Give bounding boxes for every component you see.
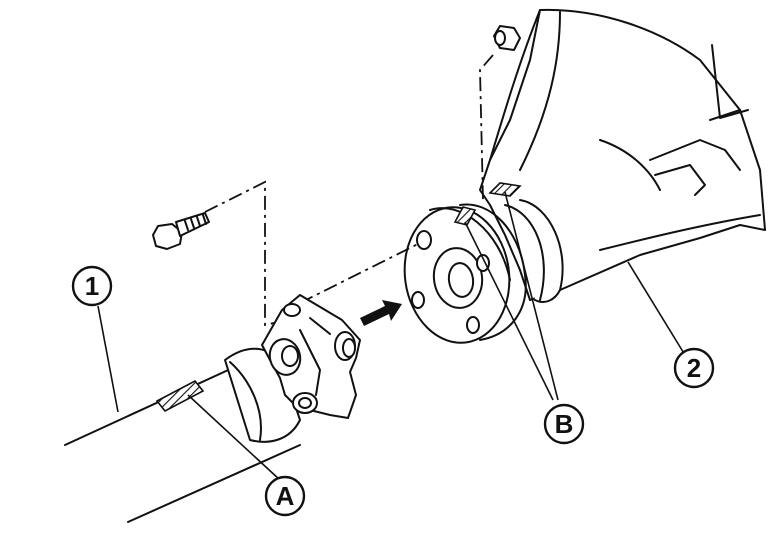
callout-a-label: A xyxy=(276,481,295,511)
alignment-mark-b-flange xyxy=(453,206,477,226)
alignment-mark-a xyxy=(155,379,205,413)
callout-b: B xyxy=(543,403,585,445)
callout-a: A xyxy=(264,475,306,517)
callout-b-label: B xyxy=(555,409,574,439)
nut-install-path xyxy=(479,54,494,201)
flange-alignment-line xyxy=(299,242,421,304)
install-direction-arrow xyxy=(360,300,402,326)
leader-1 xyxy=(97,305,119,413)
leader-b-2 xyxy=(504,191,559,401)
alignment-mark-b-housing xyxy=(488,182,522,197)
final-drive-housing xyxy=(479,8,766,303)
shaft-flange-yoke xyxy=(261,294,361,419)
callout-2: 2 xyxy=(673,347,715,389)
leader-a xyxy=(187,394,281,481)
companion-flange xyxy=(403,182,527,344)
callout-1-label: 1 xyxy=(85,271,99,301)
callout-2-label: 2 xyxy=(687,353,701,383)
bolt-install-path xyxy=(204,180,288,327)
leader-b-1 xyxy=(464,221,554,401)
callout-1: 1 xyxy=(71,265,113,307)
leader-2 xyxy=(627,261,686,356)
propeller-shaft xyxy=(64,347,301,523)
bolt xyxy=(152,212,210,250)
nut xyxy=(493,25,521,51)
